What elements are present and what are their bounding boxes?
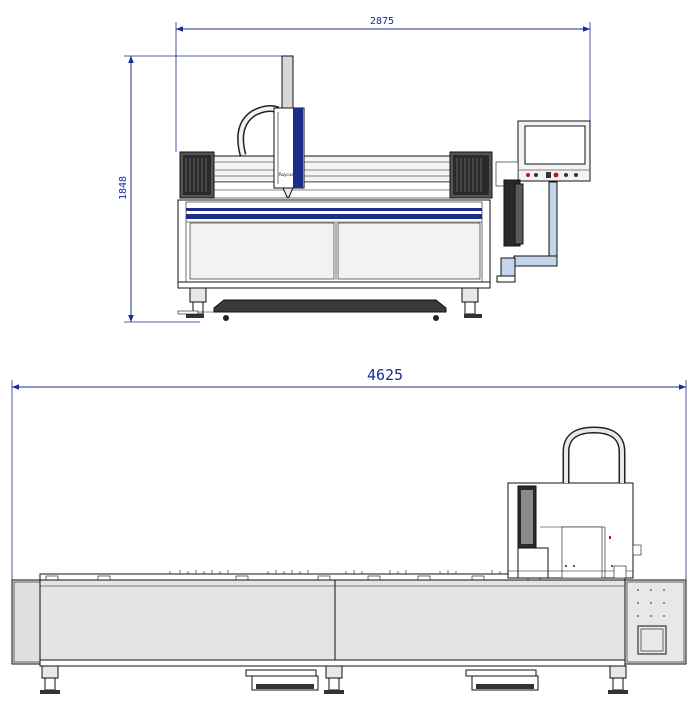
console-arm [496, 181, 558, 283]
side-end-panel-left [13, 581, 41, 663]
side-body-frame [11, 579, 687, 665]
front-panel-left [189, 222, 335, 280]
front-view: 2875 1848 [118, 16, 591, 323]
front-width-label: 2875 [370, 16, 394, 27]
side-length-label: 4625 [367, 366, 403, 384]
front-base [177, 281, 491, 289]
side-legs [40, 665, 628, 694]
gantry-right-end [449, 151, 493, 199]
side-gantry [507, 482, 642, 579]
side-end-panel-right [626, 581, 685, 663]
front-blue-rail-upper [186, 208, 482, 211]
side-view: 4625 [11, 366, 687, 694]
cutting-head: Raycus [273, 55, 305, 198]
front-height-label: 1848 [118, 176, 129, 200]
side-rail-strip [39, 570, 626, 582]
front-panel-right [337, 222, 481, 280]
side-cable-arch [562, 426, 626, 483]
side-base [39, 659, 626, 667]
control-console [495, 120, 591, 247]
side-pallet-carts [245, 669, 539, 691]
gantry-left-end [179, 151, 215, 199]
head-logo: Raycus [279, 172, 293, 177]
front-height-dimension: 1848 [118, 55, 292, 323]
front-blue-rail-lower [186, 214, 482, 219]
front-cable-loop [237, 105, 280, 156]
front-feet [186, 287, 482, 318]
gantry-beam [181, 155, 491, 183]
front-width-dimension: 2875 [175, 16, 591, 152]
side-length-dimension: 4625 [11, 366, 687, 580]
front-pallet [177, 299, 447, 321]
